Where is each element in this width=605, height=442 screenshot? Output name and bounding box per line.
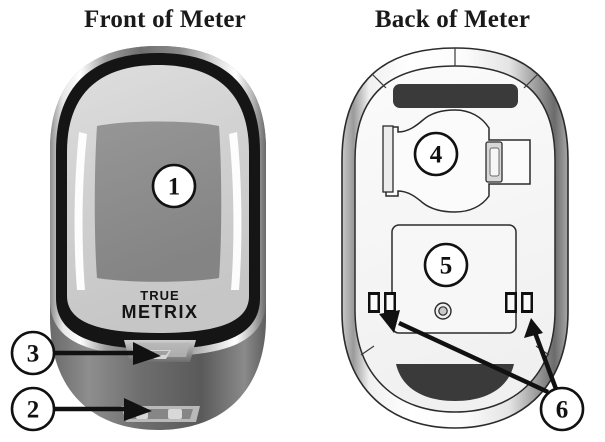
battery-door	[382, 109, 531, 213]
brand-wordmark-line2: METRIX	[121, 302, 198, 322]
callout-2: 2	[10, 386, 152, 432]
callout-2-label: 2	[27, 397, 40, 424]
front-panel-title: Front of Meter	[84, 6, 246, 33]
callout-4: 4	[413, 131, 459, 177]
callout-6-label: 6	[556, 397, 569, 424]
latch-tabs-left	[368, 292, 396, 313]
callout-5: 5	[423, 242, 469, 288]
callout-3: 3	[10, 330, 161, 376]
callout-4-label: 4	[430, 142, 443, 169]
back-bottom-grip-pad	[396, 364, 514, 401]
back-screw	[434, 302, 452, 320]
callout-6: 6	[379, 310, 585, 432]
brand-wordmark-line1: TRUE	[140, 288, 179, 303]
callout-1: 1	[151, 163, 197, 209]
back-meter-illustration	[341, 47, 569, 429]
callout-3-label: 3	[27, 341, 40, 368]
callout-5-label: 5	[440, 253, 453, 280]
front-meter-illustration: TRUE METRIX	[50, 46, 266, 430]
latch-tabs-right	[505, 292, 533, 313]
back-top-grip-pad	[393, 84, 518, 108]
front-display-screen	[94, 121, 222, 282]
front-face-highlights	[74, 132, 242, 290]
callout-1-label: 1	[168, 174, 181, 201]
back-panel-title: Back of Meter	[374, 6, 531, 33]
